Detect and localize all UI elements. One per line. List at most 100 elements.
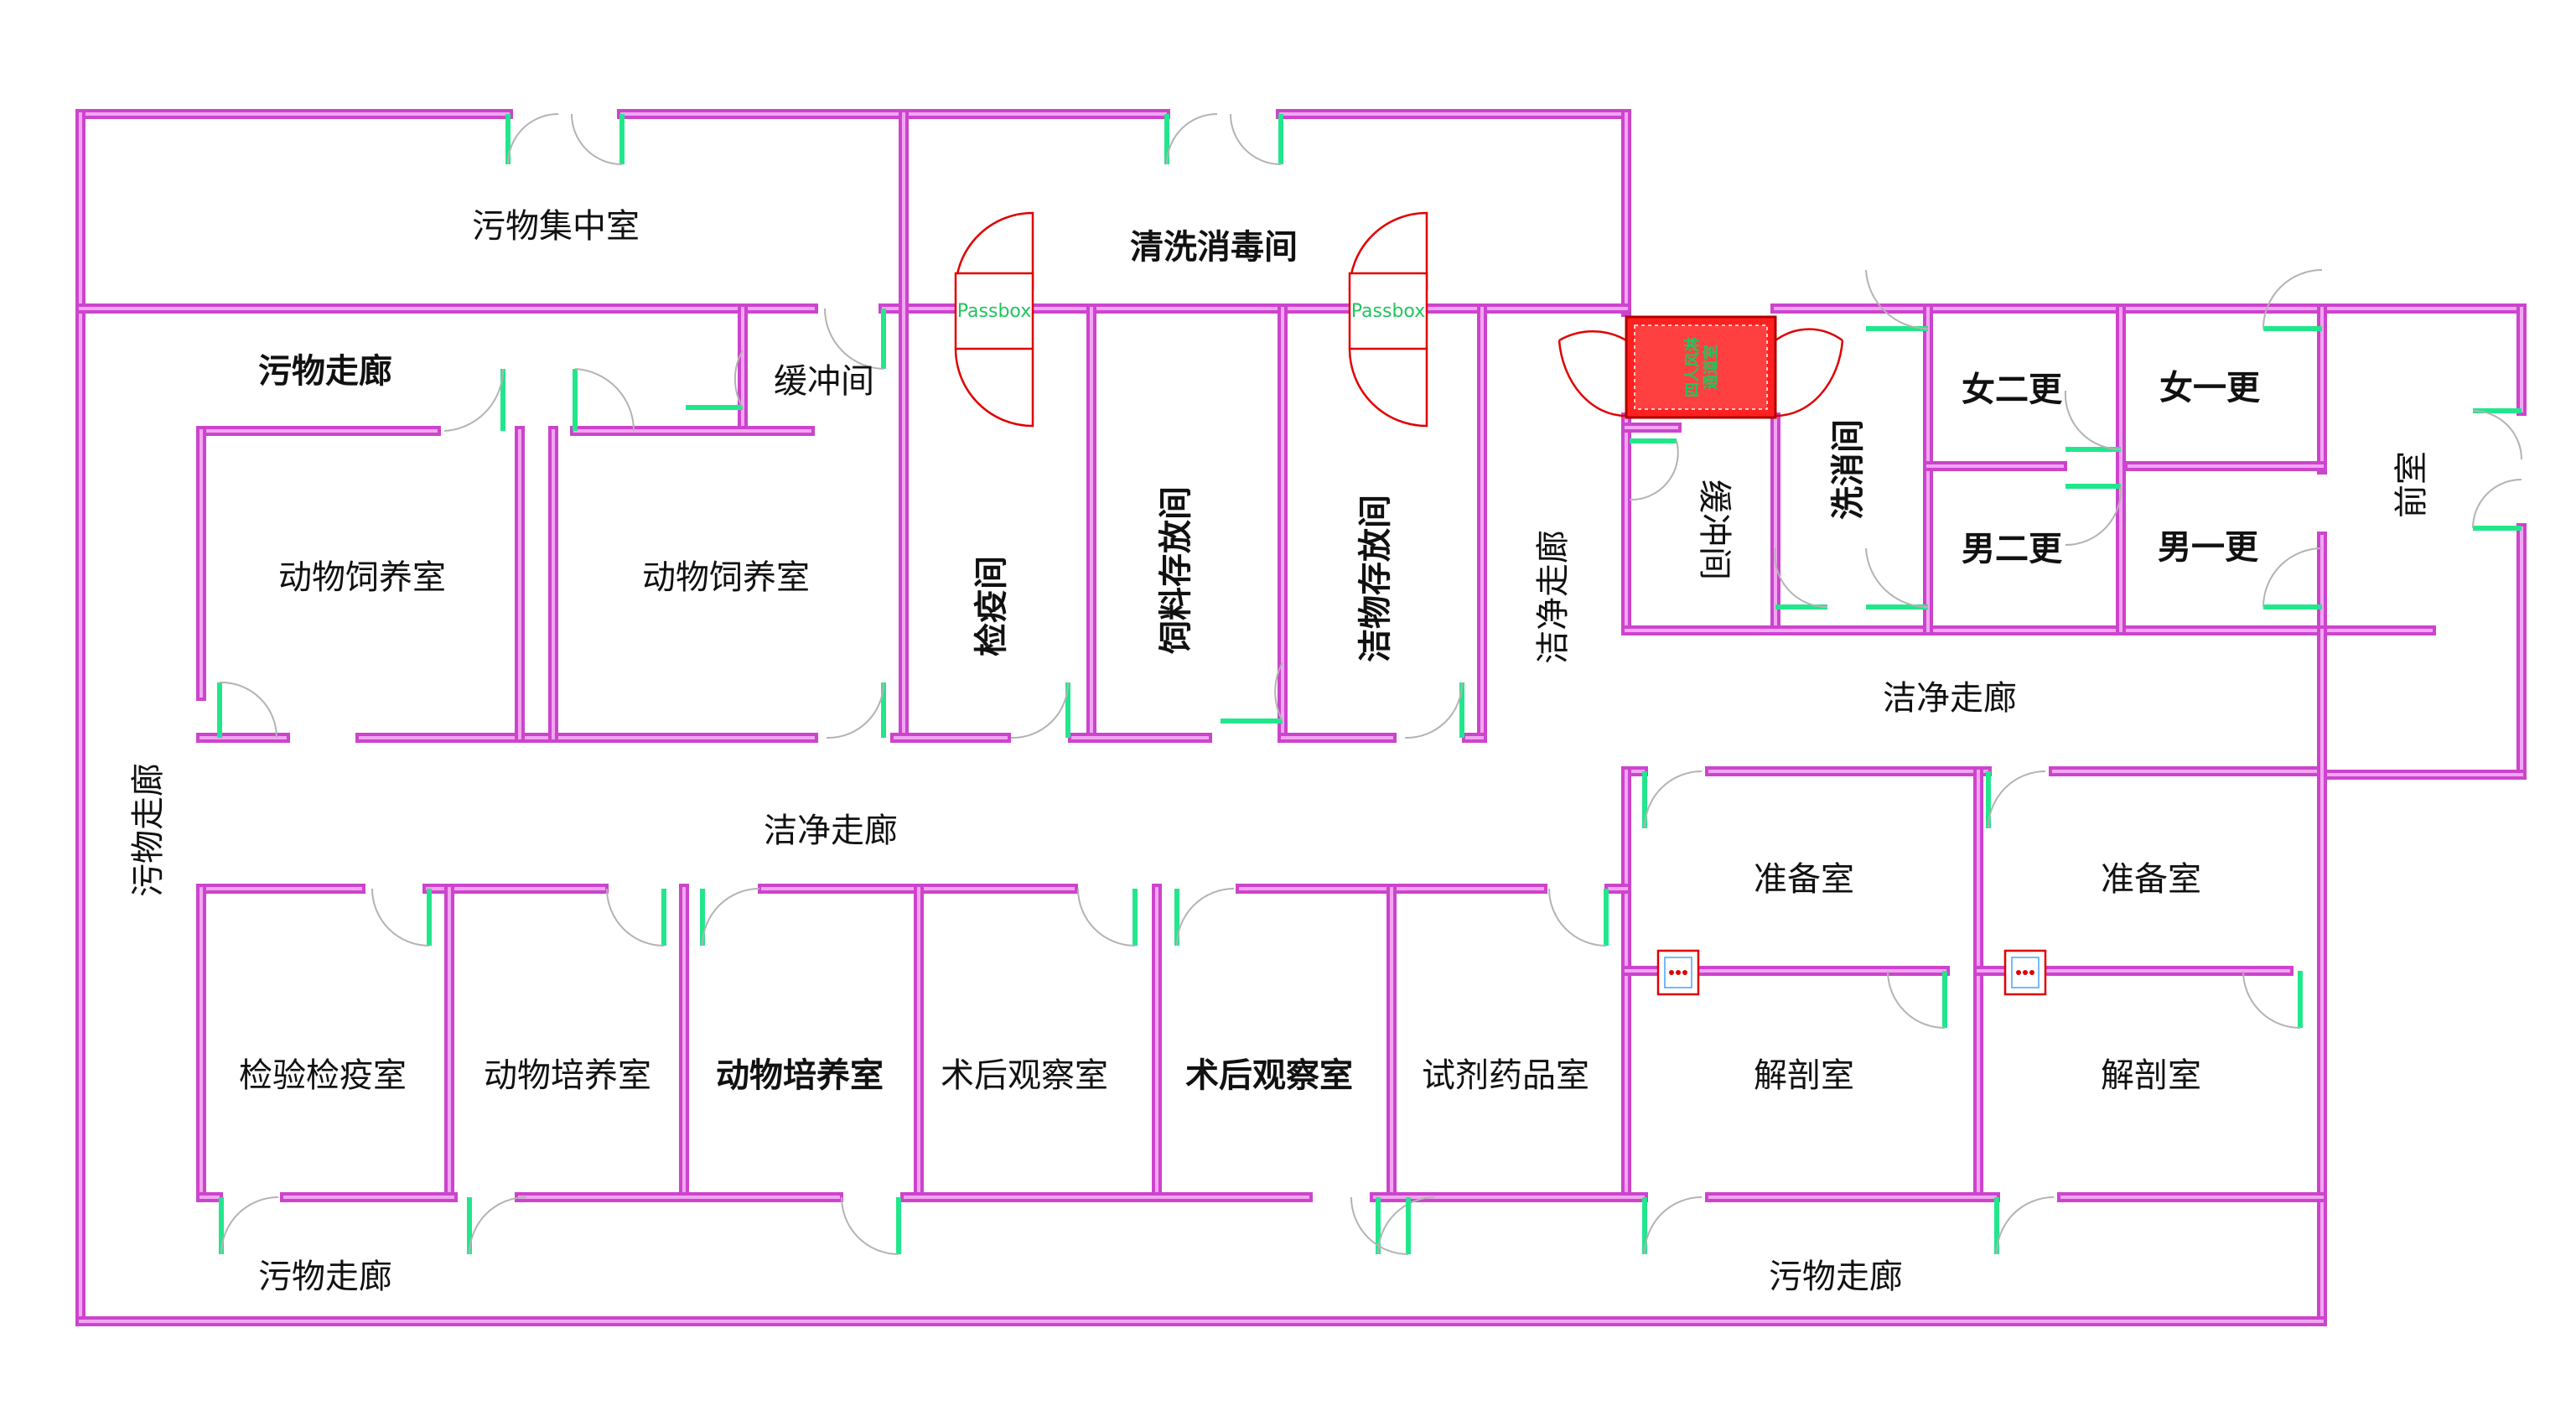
room-label-feed-storage: 饲料存放间 [1157,486,1195,654]
door-swing-arc [1404,682,1463,739]
air-shower-label-1: 四人风淋 [1683,337,1702,397]
door-swing-arc [1274,661,1283,722]
door-swing-arc [507,113,559,165]
room-label-female-change-1: 女一更 [2159,369,2261,407]
door-swing-arc [1865,269,1929,330]
door-swing-arc [371,888,430,947]
room-label-male-change-2: 男二更 [1962,530,2063,568]
door-swing-guide [1628,441,1677,500]
room-label-quarantine: 检疫间 [972,556,1011,656]
passbox-label: Passbox [1351,301,1425,322]
door-swing-guide [1078,889,1135,946]
air-shower: 四人风淋 通道室 [1558,315,1844,419]
door-swing-guide [1775,548,1828,607]
door-swing-guide [1645,771,1702,828]
room-label-culture-2: 动物培养室 [716,1056,884,1095]
door-swing-arc [1887,970,1946,1029]
room-label-clean-corridor-vertical: 洁净走廊 [1534,530,1573,664]
door-swing-arc [2472,479,2522,529]
door-swing-guide [702,889,759,946]
door-swing-guide [1011,682,1068,738]
room-label-dirty-corridor-left: 污物走廊 [129,763,168,897]
door-swing-arc [841,1196,899,1255]
door-swing-guide [842,1197,899,1254]
room-label-dissection-2: 解剖室 [2101,1056,2201,1095]
passbox-right: Passbox [1348,211,1428,428]
door-swing-arc [220,1196,279,1255]
door-swing-guide [2243,971,2300,1028]
air-shower-label-2: 通道室 [1702,345,1720,390]
door-swing-arc [1010,682,1069,739]
room-label-cleaning-disinfection: 清洗消毒间 [1130,228,1298,267]
door-swing-guide [1549,889,1606,946]
door-swing-arc [2065,485,2122,547]
room-label-female-change-2: 女二更 [1962,371,2063,409]
door-swing-arc [824,308,884,370]
door-swing-arc [702,888,760,947]
room-label-male-change-1: 男一更 [2158,528,2259,567]
door-swing-arc [1077,888,1136,947]
room-label-front-room: 前室 [2392,451,2431,518]
door-swing-arc [219,681,277,739]
door-swing-guide [1177,889,1234,946]
door-swing-arc [1629,440,1679,501]
door-swing-arc [1176,888,1235,947]
door-swing-arc [574,368,635,432]
room-label-wash-room: 洗消间 [1829,419,1868,520]
door-swing-arc [1988,770,2046,829]
room-label-culture-1: 动物培养室 [484,1056,651,1095]
room-label-clean-storage: 洁物存放间 [1356,495,1395,662]
door-swing-arc [1774,547,1828,609]
door-swing-arc [2064,390,2122,451]
room-label-postop-1: 术后观察室 [941,1056,1108,1095]
room-label-dirty-corridor-top: 污物走廊 [258,352,392,391]
door-swing-arc [1644,770,1703,829]
door-swing-arc [733,350,744,408]
door-swing-arc [2262,547,2323,608]
door-swing-guide [1888,971,1945,1028]
door-swing-guide [827,682,884,738]
room-label-postop-2: 术后观察室 [1185,1056,1353,1095]
door-swing-arc [826,682,884,739]
room-label-inspection: 检验检疫室 [239,1056,407,1095]
door-swing-arc [1644,1196,1703,1255]
transfer-window-right [2003,949,2047,996]
door-swing-arc [1996,1196,2055,1255]
door-swing-arc [1548,888,1607,947]
room-label-buffer-right: 缓冲间 [1695,480,1734,580]
walls [75,109,2527,1326]
door-swing-guide [1405,682,1462,738]
door-swing-arc [1377,1196,1436,1255]
door-swing-guide [372,889,429,946]
door-swing-guide [2065,486,2121,545]
door-swing-arc [571,113,623,165]
passbox-label: Passbox [957,301,1031,322]
doors [217,113,2522,1255]
door-swing-arc [2262,269,2323,329]
door-swing-guide [607,889,664,946]
door-swing-arc [1230,113,1282,165]
room-label-dirty-corridor-bottom-left: 污物走廊 [258,1258,392,1296]
room-label-prep-room-2: 准备室 [2101,860,2201,899]
room-label-clean-corridor-main: 洁净走廊 [764,812,898,850]
door-swing-arc [1865,547,1929,609]
door-swing-guide [469,1197,526,1254]
room-label-buffer-top: 缓冲间 [774,362,874,401]
room-label-breeding-1: 动物饲养室 [278,558,446,597]
room-label-breeding-2: 动物饲养室 [642,558,810,597]
door-swing-guide [1988,771,2045,828]
room-label-dissection-1: 解剖室 [1754,1056,1854,1095]
door-swing-guide [221,1197,278,1254]
room-labels: 污物集中室 清洗消毒间 污物走廊 缓冲间 动物饲养室 动物饲养室 检疫间 饲料存… [129,207,2431,1296]
door-swing-arc [2242,970,2301,1029]
door-swing-arc [2472,410,2522,460]
passbox-left: Passbox [954,211,1034,428]
door-swing-guide [220,682,277,738]
door-swing-arc [443,368,505,432]
door-swing-arc [1350,1196,1409,1255]
room-label-reagent: 试剂药品室 [1422,1056,1589,1095]
room-label-dirty-corridor-bottom-right: 污物走廊 [1769,1258,1903,1296]
room-label-prep-room-1: 准备室 [1754,860,1854,899]
door-swing-arc [606,888,665,947]
